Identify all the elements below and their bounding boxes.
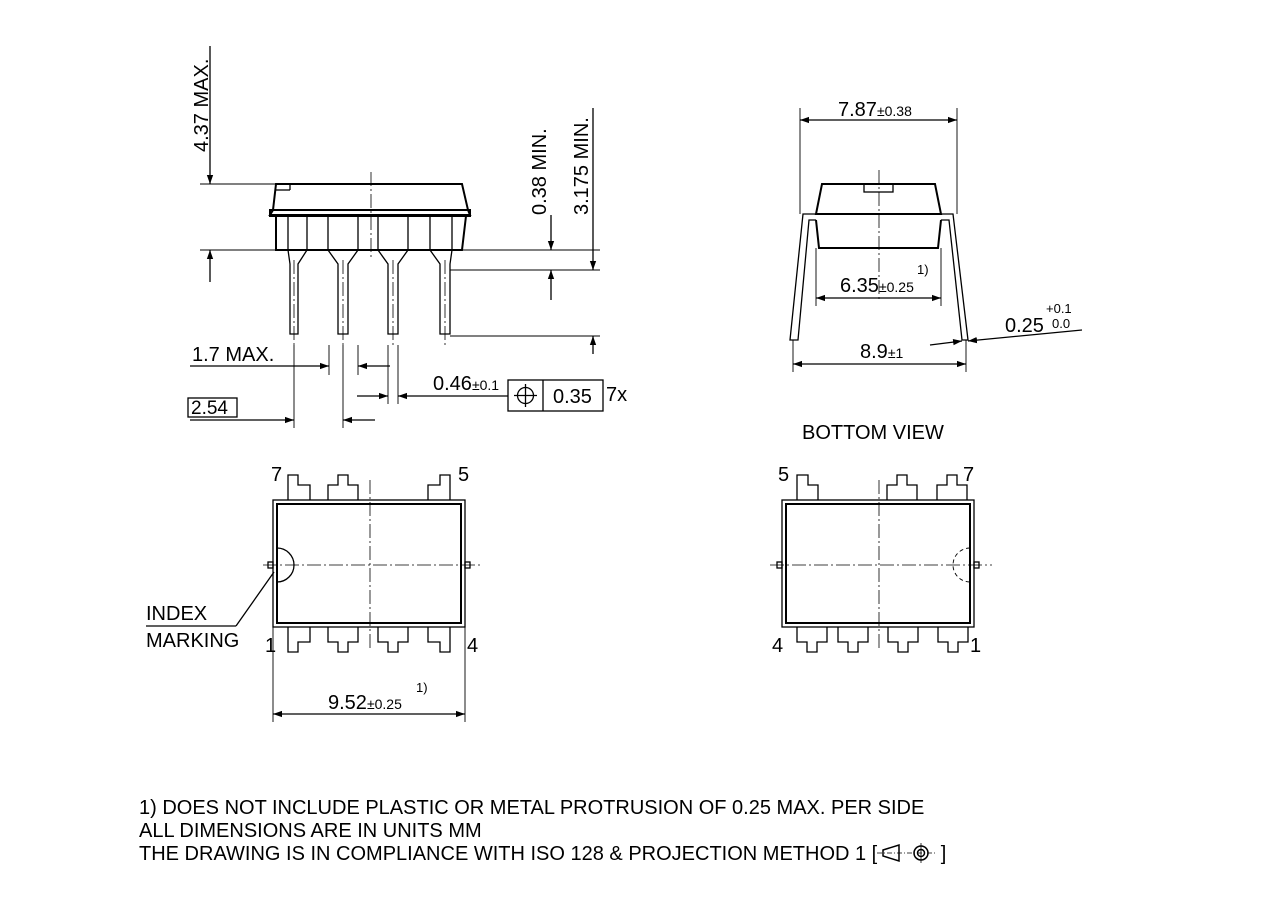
- projection-method-icon: [877, 843, 936, 863]
- position-tolerance-value: 0.35: [553, 386, 592, 408]
- dim-lead-length-min: 3.175 MIN.: [571, 117, 593, 215]
- body-length-footnote: 1): [416, 680, 428, 695]
- top-view: 7 5 1 4 INDEX MARKING 9.52±0.25 1): [146, 464, 482, 722]
- bottom-pin-label-4: 4: [772, 635, 783, 657]
- pin-label-5: 5: [458, 464, 469, 486]
- pitch-box: [187, 397, 238, 418]
- lead-width-tol: ±0.1: [472, 377, 499, 393]
- end-body-lower: [815, 219, 942, 249]
- row-spacing-value: 6.35: [840, 275, 879, 297]
- top-body-outer: [272, 499, 466, 628]
- index-notch: [276, 547, 295, 583]
- marking-label: MARKING: [146, 630, 239, 652]
- row-spacing-footnote: 1): [917, 262, 929, 277]
- dim-body-width: 7.87±0.38: [838, 99, 912, 121]
- dim-lead-thickness: 0.25: [1005, 315, 1044, 337]
- dim-lead-width: 0.46±0.1: [433, 373, 499, 395]
- body-length-value: 9.52: [328, 692, 367, 714]
- pin-label-7: 7: [271, 464, 282, 486]
- dim-height-max: 4.37 MAX.: [191, 59, 213, 152]
- bottom-pin-label-7: 7: [963, 464, 974, 486]
- side-body-lower: [275, 215, 467, 251]
- dim-shoulder-max: 1.7 MAX.: [192, 344, 274, 366]
- top-body-inner: [276, 503, 462, 624]
- bottom-body-inner: [785, 503, 971, 624]
- side-body-flange: [269, 209, 471, 217]
- note-line-3-suffix: ]: [935, 843, 947, 865]
- note-line-1: 1) DOES NOT INCLUDE PLASTIC OR METAL PRO…: [139, 797, 925, 819]
- lead-span-value: 8.9: [860, 341, 888, 363]
- position-tolerance-frame: 0.35 7x: [507, 379, 627, 412]
- row-spacing-tol: ±0.25: [879, 279, 914, 295]
- dim-pitch: 2.54: [191, 398, 228, 419]
- body-width-value: 7.87: [838, 99, 877, 121]
- body-length-tol: ±0.25: [367, 696, 402, 712]
- bottom-body-outer: [781, 499, 975, 628]
- lead-width-value: 0.46: [433, 373, 472, 395]
- dim-row-spacing: 6.35±0.25: [840, 275, 914, 297]
- side-view: 4.37 MAX. 0.38 MIN. 3.175 MIN. 1.7 MAX. …: [187, 46, 627, 428]
- side-leads: [287, 216, 453, 335]
- dim-lead-span: 8.9±1: [860, 341, 903, 363]
- bottom-pin-label-1: 1: [970, 635, 981, 657]
- lead-thickness-tol-plus: +0.1: [1046, 301, 1072, 316]
- lead-span-tol: ±1: [888, 345, 904, 361]
- pin-label-1: 1: [265, 635, 276, 657]
- drawing-notes: 1) DOES NOT INCLUDE PLASTIC OR METAL PRO…: [139, 797, 946, 866]
- bottom-pin-label-5: 5: [778, 464, 789, 486]
- end-view: 7.87±0.38 6.35±0.25 1) 8.9±1 0.25 +0.1 0…: [789, 99, 1083, 372]
- note-line-2: ALL DIMENSIONS ARE IN UNITS MM: [139, 820, 482, 842]
- position-count: 7x: [606, 384, 627, 406]
- note-line-3-prefix: THE DRAWING IS IN COMPLIANCE WITH ISO 12…: [139, 843, 878, 865]
- dim-standoff-min: 0.38 MIN.: [529, 128, 551, 215]
- bottom-view-title: BOTTOM VIEW: [802, 422, 944, 444]
- body-width-tol: ±0.38: [877, 103, 912, 119]
- note-line-3: THE DRAWING IS IN COMPLIANCE WITH ISO 12…: [139, 843, 946, 866]
- pin-label-4: 4: [467, 635, 478, 657]
- dim-body-length: 9.52±0.25: [328, 692, 402, 714]
- end-body-upper: [814, 183, 943, 215]
- lead-thickness-tol-minus: 0.0: [1052, 316, 1070, 331]
- bottom-view: BOTTOM VIEW 5 7 4 1: [770, 422, 992, 657]
- index-label: INDEX: [146, 603, 207, 625]
- end-body-notch: [863, 183, 894, 193]
